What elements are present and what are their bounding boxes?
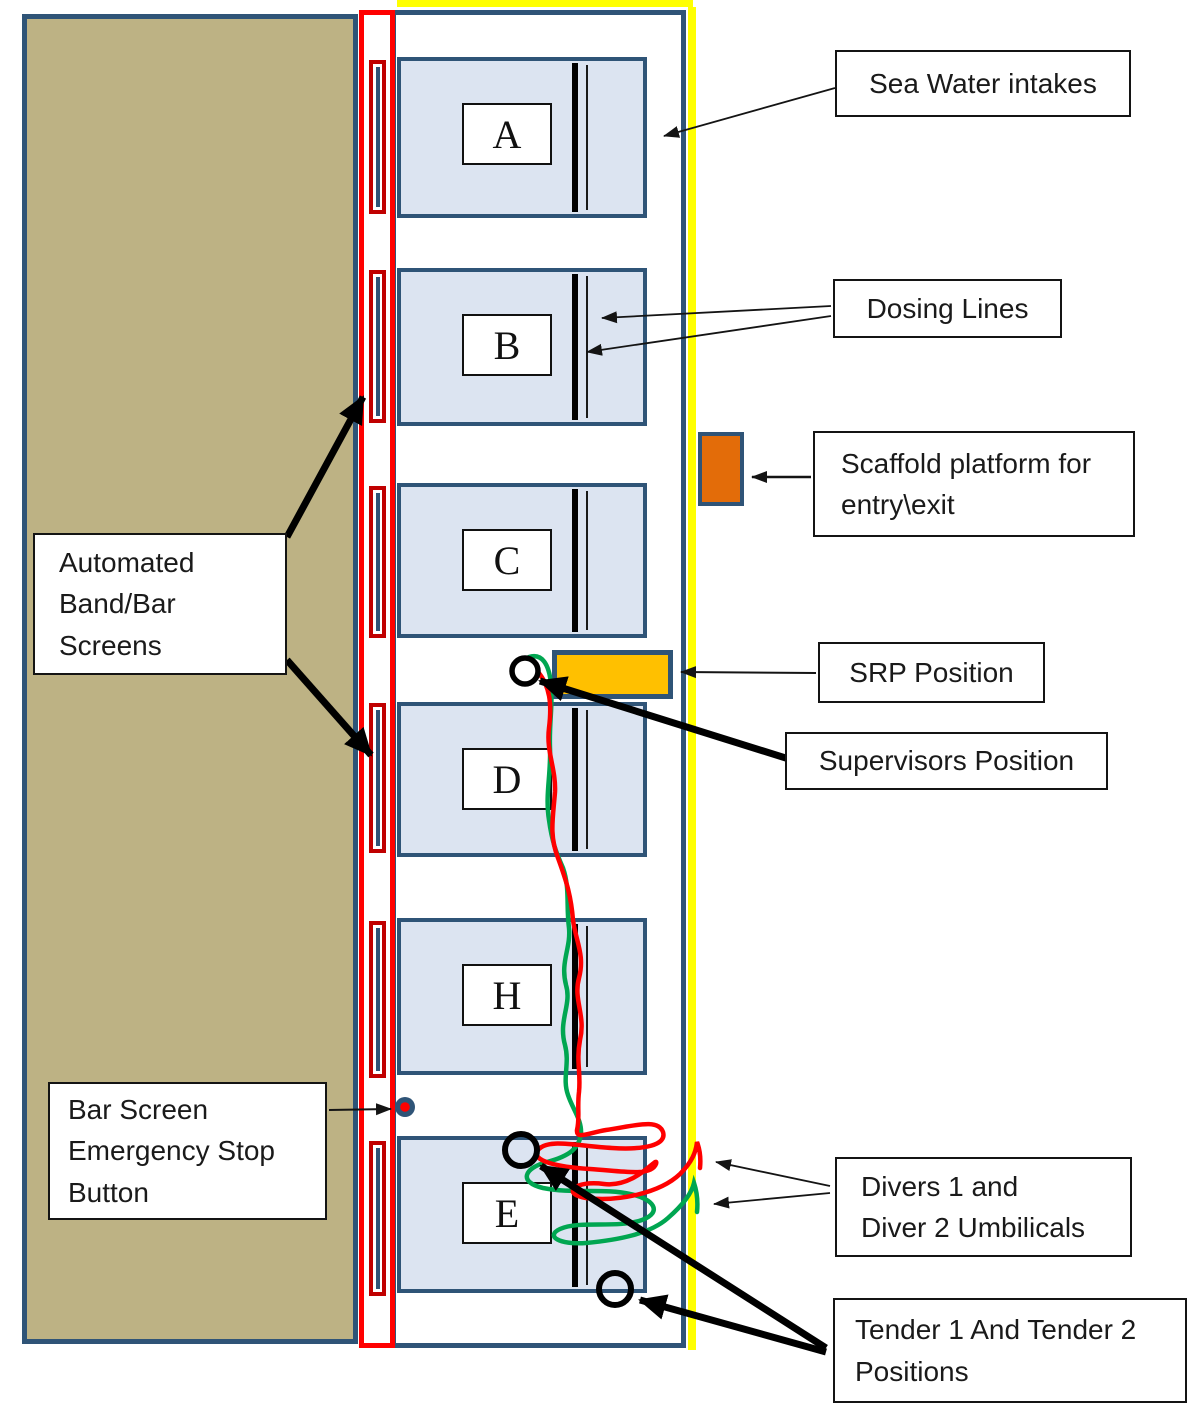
walkway-line-top: [397, 0, 693, 7]
label-scaffold-platform: Scaffold platform for entry\exit: [813, 431, 1135, 537]
dosing-line-secondary: [586, 710, 588, 849]
label-bar-screen-emergency-stop: Bar Screen Emergency Stop Button: [48, 1082, 327, 1220]
bar-screen-e: [369, 1141, 386, 1296]
bar-screen-core: [375, 710, 380, 846]
bar-screen-c: [369, 486, 386, 638]
arrow-supervisors-position: [538, 676, 794, 764]
dosing-line-main: [572, 489, 578, 632]
dosing-line-secondary: [586, 926, 588, 1067]
intake-box-d: D: [397, 702, 647, 857]
emergency-stop-button-core: [400, 1102, 410, 1112]
label-srp-position: SRP Position: [818, 642, 1045, 703]
arrow-dosing-line-2: [586, 315, 832, 356]
dosing-line-main: [572, 63, 578, 212]
label-sea-water-intakes: Sea Water intakes: [835, 50, 1131, 117]
bar-screen-a: [369, 60, 386, 214]
arrow-emergency-stop: [328, 1103, 392, 1116]
intake-box-h: H: [397, 918, 647, 1075]
tender-1-position-marker: [502, 1131, 540, 1169]
intake-letter-e: E: [462, 1182, 552, 1244]
tender-2-position-marker: [596, 1270, 634, 1308]
intake-box-a: A: [397, 57, 647, 218]
umbilical-diver-1: [534, 669, 703, 1202]
bar-screen-core: [375, 1148, 380, 1289]
bar-screen-core: [375, 67, 380, 207]
dosing-line-main: [572, 274, 578, 420]
arrow-tender-2-position: [638, 1294, 827, 1356]
dosing-line-secondary: [586, 491, 588, 630]
bar-screen-core: [375, 493, 380, 631]
dosing-line-secondary: [586, 65, 588, 210]
arrow-dosing-line-1: [601, 305, 832, 324]
label-tender-positions: Tender 1 And Tender 2 Positions: [833, 1298, 1187, 1403]
intake-letter-c: C: [462, 529, 552, 591]
dosing-line-main: [572, 708, 578, 851]
label-dosing-lines: Dosing Lines: [833, 279, 1062, 338]
bar-screen-b: [369, 270, 386, 423]
intake-letter-b: B: [462, 314, 552, 376]
intake-letter-a: A: [462, 103, 552, 165]
umbilical-diver-2: [524, 653, 700, 1246]
bar-screen-core: [375, 928, 380, 1071]
dosing-line-main: [572, 1142, 578, 1287]
supervisor-position-marker: [509, 655, 541, 687]
intake-box-e: E: [397, 1136, 647, 1293]
dosing-line-main: [572, 924, 578, 1069]
arrow-diver-2-umbilical: [713, 1192, 831, 1209]
bar-screen-lane: [359, 10, 395, 1348]
arrow-tender-1-position: [539, 1163, 828, 1351]
label-divers-umbilicals: Divers 1 and Diver 2 Umbilicals: [835, 1157, 1132, 1257]
label-automated-band-bar-screens: Automated Band/Bar Screens: [33, 533, 287, 675]
scaffold-platform: [698, 432, 744, 506]
intake-box-b: B: [397, 268, 647, 426]
bar-screen-h: [369, 921, 386, 1078]
walkway-line-right: [688, 7, 696, 1350]
label-supervisors-position: Supervisors Position: [785, 732, 1108, 790]
arrow-diver-1-umbilical: [715, 1159, 831, 1187]
intake-letter-h: H: [462, 964, 552, 1026]
bar-screen-core: [375, 277, 380, 416]
arrow-band-screen-upper: [283, 395, 367, 539]
dosing-line-secondary: [586, 1144, 588, 1285]
intake-box-c: C: [397, 483, 647, 638]
arrow-sea-water-intakes: [663, 87, 836, 138]
arrow-srp-position: [680, 666, 817, 679]
arrow-band-screen-lower: [284, 657, 374, 758]
bar-screen-d: [369, 703, 386, 853]
